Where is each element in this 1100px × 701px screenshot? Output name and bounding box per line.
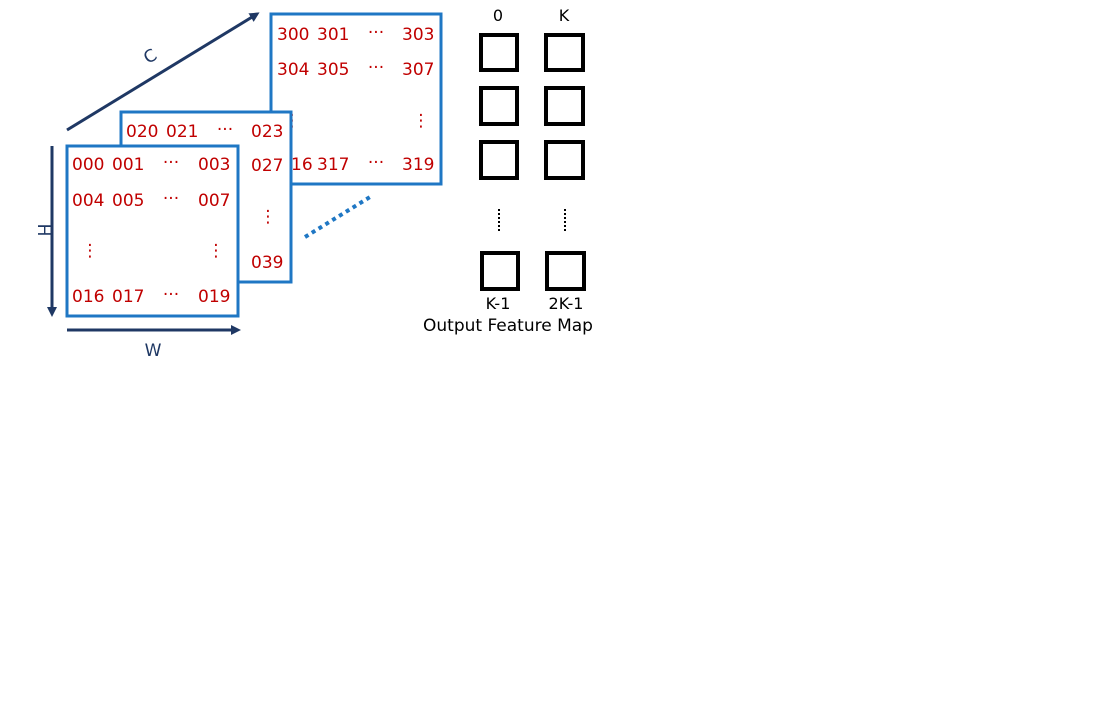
cell-ellipsis: ··· xyxy=(217,120,233,140)
cell-ellipsis: ··· xyxy=(368,153,384,173)
cell-023: 023 xyxy=(251,122,283,142)
output-box xyxy=(479,86,519,126)
channel-back-frame xyxy=(269,12,443,186)
cell-301: 301 xyxy=(317,25,349,45)
cell-017: 017 xyxy=(112,287,144,307)
c-axis-label: C xyxy=(140,45,160,68)
output-col2-top-label: K xyxy=(559,6,570,25)
output-box xyxy=(544,86,585,126)
cell-020: 020 xyxy=(126,122,158,142)
cell-000: 000 xyxy=(72,155,104,175)
output-col1-top-label: 0 xyxy=(493,6,503,25)
cell-004: 004 xyxy=(72,191,104,211)
cell-016: 016 xyxy=(72,287,104,307)
cell-300: 300 xyxy=(277,25,309,45)
cell-021: 021 xyxy=(166,122,198,142)
cell-305: 305 xyxy=(317,60,349,80)
cell-001: 001 xyxy=(112,155,144,175)
output-feature-map-title: Output Feature Map xyxy=(423,316,593,336)
c-axis-arrow xyxy=(66,12,260,132)
output-box xyxy=(544,33,585,72)
h-axis-label: H xyxy=(33,224,53,237)
output-box xyxy=(480,251,520,291)
channel-front: 000 001 ··· 003 004 005 ··· 007 ⋮ ⋮ 016 … xyxy=(65,144,240,318)
w-axis-label: W xyxy=(145,341,162,361)
cell-319: 319 xyxy=(402,155,434,175)
output-feature-map: 0 K K-1 2K-1 Output Feature Map xyxy=(423,6,593,336)
cell-304: 304 xyxy=(277,60,309,80)
channel-front-frame xyxy=(65,144,240,318)
cell-003: 003 xyxy=(198,155,230,175)
output-box xyxy=(544,140,585,180)
cell-ellipsis: ··· xyxy=(163,285,179,305)
cell-vdots: ⋮ xyxy=(413,111,430,131)
cell-316-partial: 16 xyxy=(291,155,313,175)
channel-back: 300 301 ··· 303 304 305 ··· 307 ⋮ ⋮ 16 3… xyxy=(269,12,443,186)
cell-vdots: ⋮ xyxy=(208,241,225,261)
cell-ellipsis: ··· xyxy=(368,58,384,78)
output-box xyxy=(479,33,519,72)
output-box xyxy=(479,140,519,180)
cell-ellipsis: ··· xyxy=(163,189,179,209)
cell-039: 039 xyxy=(251,253,283,273)
cell-ellipsis: ··· xyxy=(163,153,179,173)
cell-vdots: ⋮ xyxy=(260,207,277,227)
output-box xyxy=(545,251,586,291)
output-col1-bottom-label: K-1 xyxy=(486,294,511,313)
cell-027: 027 xyxy=(251,156,283,176)
cell-307: 307 xyxy=(402,60,434,80)
output-col2-bottom-label: 2K-1 xyxy=(549,294,584,313)
cell-005: 005 xyxy=(112,191,144,211)
cell-ellipsis: ··· xyxy=(368,23,384,43)
cell-303: 303 xyxy=(402,25,434,45)
cell-007: 007 xyxy=(198,191,230,211)
depth-dotted-line xyxy=(303,195,372,239)
cell-019: 019 xyxy=(198,287,230,307)
cell-317: 317 xyxy=(317,155,349,175)
cell-vdots: ⋮ xyxy=(82,241,99,261)
